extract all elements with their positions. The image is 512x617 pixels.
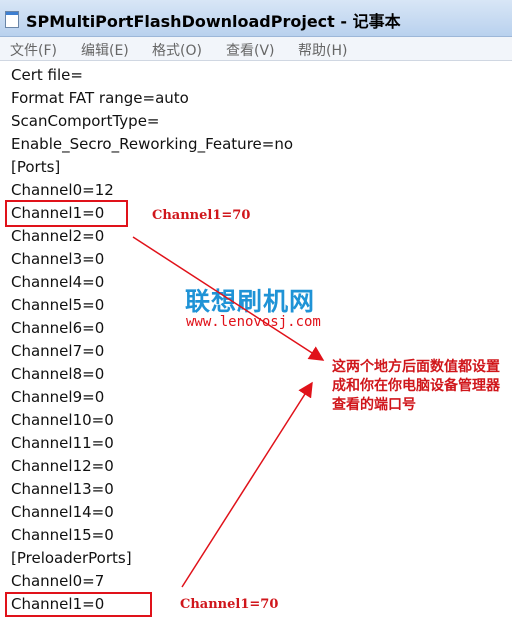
text-line: Channel7=0	[11, 342, 105, 360]
menu-format[interactable]: 格式(O)	[152, 43, 202, 59]
instruction-line-2: 成和你在你电脑设备管理器	[332, 378, 500, 394]
text-line: Channel15=0	[11, 526, 114, 544]
text-line: Enable_Secro_Reworking_Feature=no	[11, 135, 294, 153]
text-line: Channel10=0	[11, 411, 114, 429]
text-line: Channel2=0	[11, 227, 105, 245]
text-line: Channel9=0	[11, 388, 105, 406]
text-line: Channel0=12	[11, 181, 114, 199]
title-bar: SPMultiPortFlashDownloadProject - 记事本	[0, 0, 512, 37]
highlight-box-top	[5, 200, 128, 227]
text-line: Channel14=0	[11, 503, 114, 521]
text-line: Channel3=0	[11, 250, 105, 268]
text-line: Channel1=0	[11, 595, 105, 613]
text-line: Channel5=0	[11, 296, 105, 314]
instruction-line-3: 查看的端口号	[332, 397, 416, 413]
highlight-box-bottom	[5, 592, 152, 617]
annotation-bottom: Channel1=70	[180, 597, 279, 612]
text-line: Channel4=0	[11, 273, 105, 291]
menu-help[interactable]: 帮助(H)	[298, 43, 348, 59]
menu-file[interactable]: 文件(F)	[10, 43, 57, 59]
text-line: ScanComportType=	[11, 112, 160, 130]
menu-edit[interactable]: 编辑(E)	[81, 43, 129, 59]
instruction-line-1: 这两个地方后面数值都设置	[332, 359, 500, 375]
text-line: Channel8=0	[11, 365, 105, 383]
text-line: Channel0=7	[11, 572, 105, 590]
text-line: [PreloaderPorts]	[11, 549, 132, 567]
menu-bar: 文件(F) 编辑(E) 格式(O) 查看(V) 帮助(H)	[0, 37, 512, 61]
text-line: [Ports]	[11, 158, 61, 176]
watermark-url: www.lenovosj.com	[186, 314, 321, 330]
text-line: Channel6=0	[11, 319, 105, 337]
text-line: Format FAT range=auto	[11, 89, 189, 107]
text-line: Channel13=0	[11, 480, 114, 498]
notepad-icon	[5, 11, 19, 28]
annotation-top: Channel1=70	[152, 208, 251, 223]
menu-view[interactable]: 查看(V)	[226, 43, 275, 59]
text-line: Cert file=	[11, 66, 83, 84]
window-title: SPMultiPortFlashDownloadProject - 记事本	[26, 12, 401, 31]
text-line: Channel12=0	[11, 457, 114, 475]
watermark-logo: 联想刷机网	[185, 287, 316, 316]
text-line: Channel1=0	[11, 204, 105, 222]
text-line: Channel11=0	[11, 434, 114, 452]
